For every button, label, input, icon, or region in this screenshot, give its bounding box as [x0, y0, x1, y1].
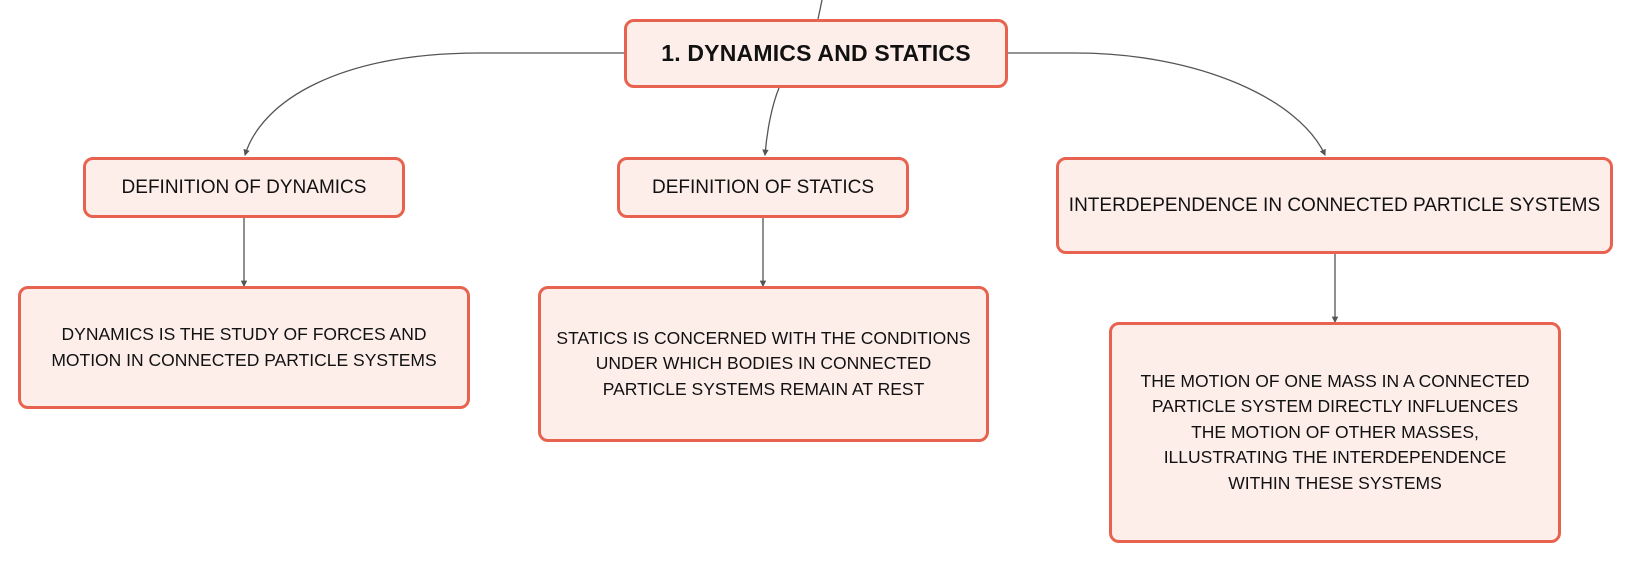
topic-node-statics[interactable]: DEFINITION OF STATICS — [617, 157, 909, 218]
detail-node-dynamics-text: DYNAMICS IS THE STUDY OF FORCES AND MOTI… — [51, 324, 437, 370]
topic-node-interdependence-label: INTERDEPENDENCE IN CONNECTED PARTICLE SY… — [1068, 194, 1601, 216]
connector-root-to-statics — [762, 87, 780, 157]
topic-node-interdependence[interactable]: INTERDEPENDENCE IN CONNECTED PARTICLE SY… — [1056, 157, 1613, 254]
connector-root-to-dynamics — [243, 52, 625, 157]
root-node-label: 1. DYNAMICS AND STATICS — [661, 39, 971, 66]
root-node[interactable]: 1. DYNAMICS AND STATICS — [624, 19, 1008, 88]
topic-node-statics-label: DEFINITION OF STATICS — [651, 176, 875, 198]
connector-incoming-parent — [817, 0, 823, 20]
detail-node-interdependence-text: THE MOTION OF ONE MASS IN A CONNECTED PA… — [1140, 371, 1530, 493]
detail-node-interdependence[interactable]: THE MOTION OF ONE MASS IN A CONNECTED PA… — [1109, 322, 1561, 543]
detail-node-statics[interactable]: STATICS IS CONCERNED WITH THE CONDITIONS… — [538, 286, 989, 442]
topic-node-dynamics[interactable]: DEFINITION OF DYNAMICS — [83, 157, 405, 218]
topic-node-dynamics-label: DEFINITION OF DYNAMICS — [121, 176, 367, 198]
detail-node-statics-text: STATICS IS CONCERNED WITH THE CONDITIONS… — [556, 327, 971, 399]
connector-root-to-interdependence — [1008, 52, 1326, 156]
detail-node-dynamics[interactable]: DYNAMICS IS THE STUDY OF FORCES AND MOTI… — [18, 286, 470, 409]
